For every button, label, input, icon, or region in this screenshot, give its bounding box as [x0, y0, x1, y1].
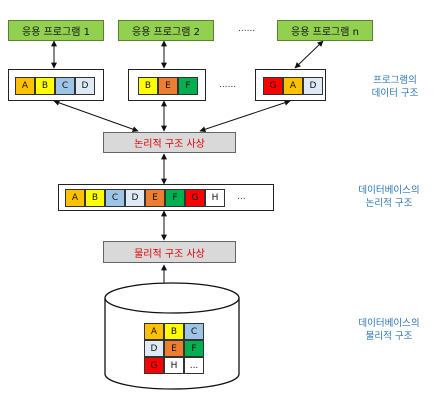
data-cell: A — [144, 323, 164, 340]
arrow-programn-record — [294, 40, 324, 69]
label-db-logical-structure: 데이터베이스의 논리적 구조 — [358, 185, 420, 209]
label-program-data-structure: 프로그램의 데이터 구조 — [371, 75, 419, 99]
program-label: 응용 프로그램 n — [291, 27, 359, 38]
data-cell: B — [85, 189, 105, 207]
logical-mapping-label: 논리적 구조 사상 — [134, 139, 205, 150]
data-cell: E — [145, 189, 165, 207]
arrow-record3-mapping — [199, 99, 291, 133]
data-cell: D — [303, 77, 323, 95]
data-cell: A — [65, 189, 85, 207]
program-label: 응용 프로그램 2 — [132, 27, 200, 38]
data-cell: H — [205, 189, 225, 207]
program-label: 응용 프로그램 1 — [22, 27, 90, 38]
program-box-1: 응용 프로그램 1 — [8, 20, 104, 41]
label-db-physical-structure: 데이터베이스의 물리적 구조 — [358, 318, 420, 342]
data-cell: C — [55, 77, 75, 95]
data-cell: G — [144, 357, 164, 374]
program-box-n: 응용 프로그램 n — [277, 20, 373, 41]
data-cell: B — [164, 323, 184, 340]
database-cylinder-top — [104, 282, 240, 314]
physical-mapping-box: 물리적 구조 사상 — [103, 241, 236, 263]
arrow-record1-mapping — [53, 99, 139, 133]
logical-ellipsis: ... — [237, 192, 246, 202]
data-cell: F — [165, 189, 185, 207]
data-cell: F — [184, 340, 204, 357]
data-cell: C — [184, 323, 204, 340]
data-cell: D — [125, 189, 145, 207]
data-cell: B — [35, 77, 55, 95]
program-box-2: 응용 프로그램 2 — [118, 20, 214, 41]
data-cell: C — [105, 189, 125, 207]
logical-mapping-box: 논리적 구조 사상 — [103, 132, 236, 153]
programs-ellipsis: ...... — [238, 24, 256, 34]
data-cell: A — [15, 77, 35, 95]
data-cell: E — [164, 340, 184, 357]
data-cell: A — [283, 77, 303, 95]
data-cell: G — [185, 189, 205, 207]
data-cell: ... — [184, 357, 204, 374]
data-cell: F — [178, 77, 198, 95]
data-cell: G — [263, 77, 283, 95]
data-cell: D — [75, 77, 95, 95]
data-cell: D — [144, 340, 164, 357]
data-cell: B — [138, 77, 158, 95]
data-cell: H — [164, 357, 184, 374]
records-ellipsis: ...... — [219, 80, 237, 90]
physical-mapping-label: 물리적 구조 사상 — [134, 248, 205, 260]
data-cell: E — [158, 77, 178, 95]
